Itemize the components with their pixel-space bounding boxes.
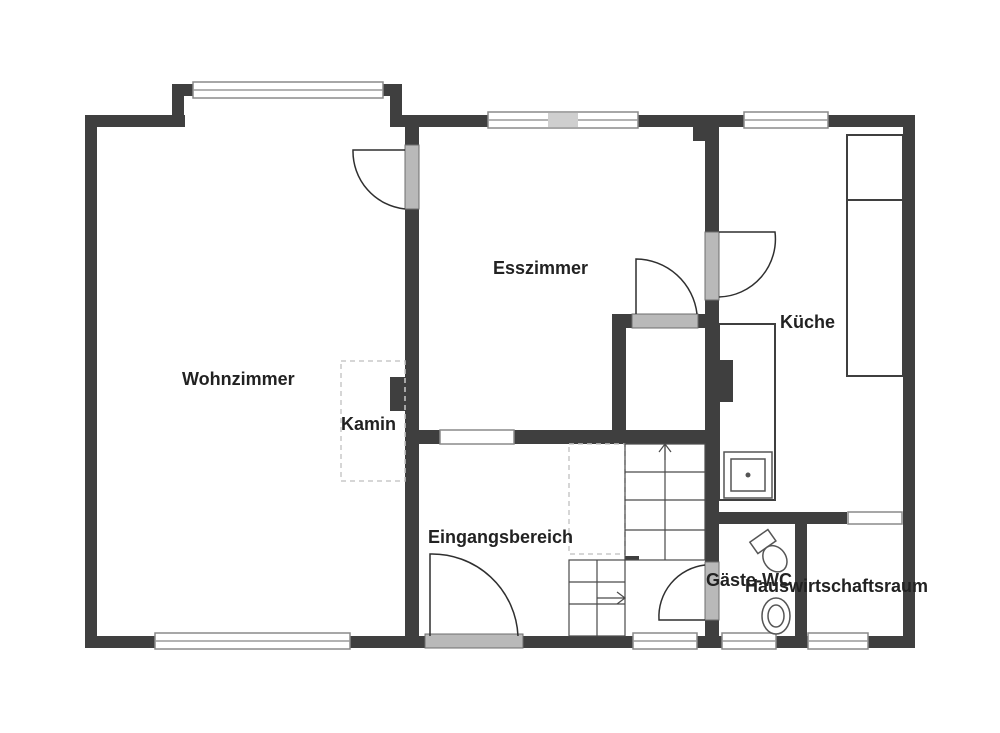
label-esszimmer: Esszimmer	[493, 258, 588, 278]
label-gaeste-wc: Gäste-WC	[706, 570, 792, 590]
label-wohnzimmer: Wohnzimmer	[182, 369, 295, 389]
windows	[154, 81, 903, 650]
kamin-area	[340, 360, 406, 482]
label-kueche: Küche	[780, 312, 835, 332]
outer-walls	[85, 84, 915, 648]
label-kamin: Kamin	[341, 414, 396, 434]
staircase	[568, 443, 706, 637]
room-labels: Wohnzimmer Kamin Esszimmer Küche Eingang…	[182, 258, 928, 596]
kitchen-counter	[723, 134, 904, 499]
doors	[352, 144, 777, 649]
label-hauswirtschaftsraum: Hauswirtschaftsraum	[745, 576, 928, 596]
wc-fixtures	[748, 528, 791, 635]
label-eingangsbereich: Eingangsbereich	[428, 527, 573, 547]
